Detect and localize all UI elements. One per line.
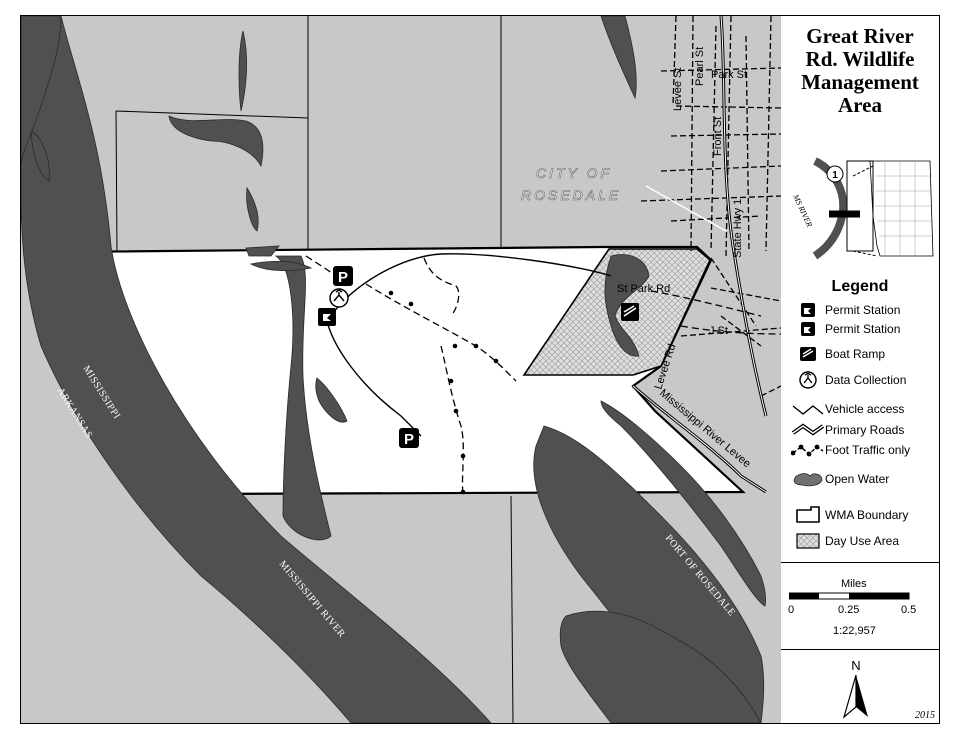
- wma-boundary-swatch: [796, 506, 820, 523]
- label-city-line2: ROSEDALE: [521, 187, 621, 203]
- deer-icon[interactable]: [329, 288, 349, 308]
- title-line2: Rd. Wildlife: [805, 47, 915, 71]
- svg-text:P: P: [338, 269, 348, 286]
- legend-item-permit-station-2: Permit Station: [791, 319, 900, 339]
- label-state-hwy-1: State Hwy 1: [732, 199, 744, 258]
- foot-traffic-line: [791, 444, 824, 457]
- north-label: N: [851, 658, 861, 673]
- city-label: CITY OF ROSEDALE: [521, 165, 727, 232]
- legend-item-day-use: Day Use Area: [791, 531, 899, 551]
- inset-marker-label: 1: [832, 170, 838, 181]
- trail-nodes: [388, 290, 499, 495]
- permit-station-icon[interactable]: [318, 308, 336, 326]
- label-city-line1: CITY OF: [536, 165, 612, 181]
- legend-item-open-water: Open Water: [791, 469, 889, 489]
- open-water-swatch: [793, 473, 823, 487]
- scale-ratio: 1:22,957: [833, 625, 876, 637]
- boat-ramp-icon[interactable]: [621, 303, 639, 321]
- label-front-st: Front St: [712, 117, 724, 156]
- legend-item-vehicle-access: Vehicle access: [791, 399, 904, 419]
- inset-locator-map: 1 MS RIVER: [791, 157, 934, 260]
- north-arrow: N: [841, 658, 871, 724]
- scale-bar: Miles 0 0.25 0.5 1:22,957: [781, 576, 939, 646]
- town-streets: [640, 16, 781, 397]
- scale-graphic: [789, 592, 910, 600]
- legend-item-primary-roads: Primary Roads: [791, 420, 904, 440]
- vehicle-access-line: [792, 405, 824, 415]
- map-canvas[interactable]: Levee St Pearl St Park St Front St State…: [21, 16, 781, 723]
- boat-ramp-icon: [800, 347, 816, 361]
- title-line4: Area: [838, 93, 882, 117]
- legend-item-boat-ramp: Boat Ramp: [791, 344, 885, 364]
- permit-station-icon: [801, 303, 815, 317]
- map-frame[interactable]: Levee St Pearl St Park St Front St State…: [20, 15, 782, 724]
- legend-item-wma-boundary: WMA Boundary: [791, 505, 908, 525]
- permit-station-icon: [801, 322, 815, 336]
- inset-river-label: MS RIVER: [791, 192, 814, 228]
- scale-divider: [781, 649, 939, 650]
- scale-tick-05: 0.5: [901, 604, 917, 616]
- open-water: [21, 16, 766, 723]
- legend-item-permit-station-1: Permit Station: [791, 300, 900, 320]
- label-j-st: J St: [709, 325, 728, 337]
- label-levee-st: Levee St: [672, 68, 684, 111]
- section-lines: [115, 16, 514, 723]
- scale-title: Miles: [841, 578, 867, 590]
- parking-north[interactable]: P: [333, 266, 353, 286]
- scale-tick-025: 0.25: [838, 604, 860, 616]
- primary-roads-line: [791, 423, 825, 436]
- day-use-area: [522, 248, 711, 376]
- legend-item-foot-traffic: Foot Traffic only: [791, 440, 910, 460]
- year-label: 2015: [915, 710, 935, 721]
- legend-divider: [781, 562, 939, 563]
- legend-item-data-collection: Data Collection: [791, 370, 906, 390]
- parking-south[interactable]: P: [399, 428, 419, 448]
- deer-icon: [799, 371, 817, 389]
- label-pearl-st: Pearl St: [694, 47, 706, 86]
- title-line1: Great River: [806, 24, 914, 48]
- scale-tick-0: 0: [788, 604, 795, 616]
- day-use-swatch: [796, 533, 820, 549]
- primary-roads: [632, 16, 768, 494]
- label-park-st: Park St: [711, 69, 747, 81]
- vehicle-access-roads: [325, 253, 612, 437]
- label-st-park-rd: St Park Rd: [617, 283, 670, 295]
- north-arrow-icon: [842, 674, 868, 719]
- legend-heading: Legend: [831, 278, 889, 295]
- title-line3: Management: [801, 70, 919, 94]
- side-panel: Great River Rd. Wildlife Management Area…: [781, 15, 940, 724]
- svg-text:P: P: [404, 431, 414, 448]
